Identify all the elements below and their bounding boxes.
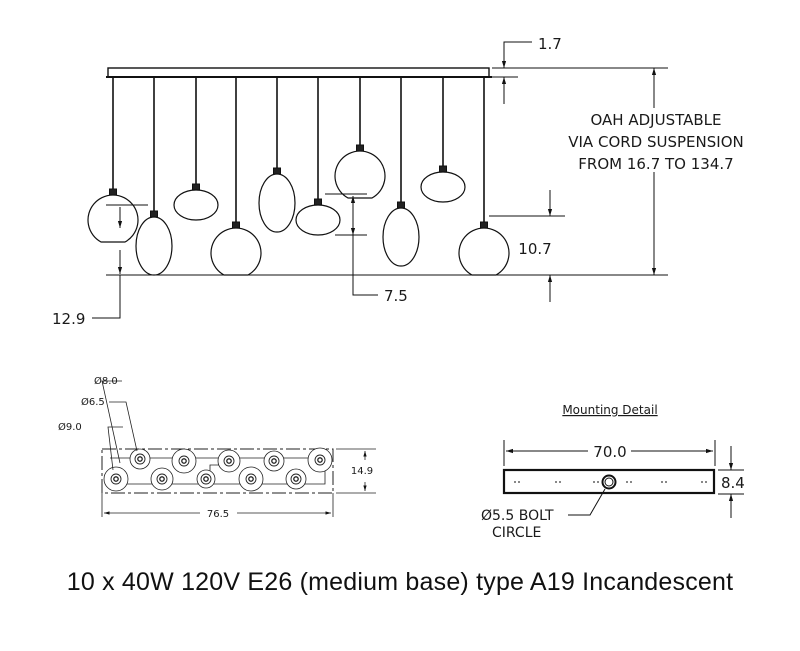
- bolt-label-line-2: CIRCLE: [492, 525, 541, 541]
- pendant-ellipse: [295, 77, 341, 236]
- mounting-title: Mounting Detail: [562, 403, 657, 417]
- mounting-plate: [502, 468, 716, 495]
- socket: [397, 201, 405, 209]
- oah-note-line-2: VIA CORD SUSPENSION: [568, 133, 743, 151]
- plan-width-label: 76.5: [207, 509, 229, 520]
- pendant-globe: [458, 77, 510, 276]
- glass-shade: [458, 227, 510, 276]
- hole-dot: [701, 481, 703, 483]
- mounting-holes: [514, 481, 707, 483]
- plan-depth-label: 14.9: [351, 466, 373, 477]
- socket-position: [129, 448, 151, 470]
- hole-dot: [661, 481, 663, 483]
- diameter-label-6-5: Ø6.5: [81, 396, 105, 408]
- diameter-label-8: Ø8.0: [94, 375, 118, 387]
- socket-position: [103, 466, 129, 492]
- socket: [439, 165, 447, 173]
- canopy-height-label: 1.7: [538, 35, 562, 53]
- mounting-width-label: 70.0: [593, 443, 626, 461]
- socket-position: [238, 466, 264, 492]
- glass-shade: [135, 216, 173, 276]
- glass-shade: [420, 171, 466, 203]
- oah-note-line-3: FROM 16.7 TO 134.7: [578, 155, 733, 173]
- plan-socket-group: [103, 447, 333, 492]
- pendant-oval: [258, 77, 296, 233]
- left-pendant-dimension: [92, 204, 148, 319]
- socket-position: [196, 469, 216, 489]
- hole-dot: [630, 481, 632, 483]
- hole-dot: [597, 481, 599, 483]
- pendant-ellipse: [173, 77, 219, 221]
- plan-view: [101, 380, 376, 517]
- socket-position: [217, 449, 241, 473]
- bolt-circle: [601, 474, 617, 490]
- mounting-detail: [502, 440, 744, 518]
- canopy: [107, 67, 490, 78]
- small-pendant-label: 7.5: [384, 287, 408, 305]
- socket: [232, 221, 240, 229]
- left-pendant-label: 12.9: [52, 310, 85, 328]
- pendant-ellipse: [420, 77, 466, 203]
- glass-shade: [334, 150, 386, 199]
- pendant-group: [87, 77, 510, 276]
- socket: [356, 144, 364, 152]
- pendant-oval: [382, 77, 420, 267]
- pendant-height-label: 10.7: [518, 240, 551, 258]
- hole-dot: [665, 481, 667, 483]
- socket: [109, 188, 117, 196]
- socket: [314, 198, 322, 206]
- socket-position: [150, 467, 174, 491]
- hole-dot: [518, 481, 520, 483]
- plan-outline: [101, 448, 334, 494]
- socket: [480, 221, 488, 229]
- socket: [150, 210, 158, 218]
- glass-shade: [258, 173, 296, 233]
- socket-position: [263, 450, 285, 472]
- glass-shade: [295, 204, 341, 236]
- pendant-globe: [210, 77, 262, 276]
- hole-dot: [705, 481, 707, 483]
- pendant-oval: [135, 77, 173, 276]
- socket-position: [285, 468, 307, 490]
- hole-dot: [626, 481, 628, 483]
- socket-position: [307, 447, 333, 473]
- mounting-height-label: 8.4: [721, 474, 745, 492]
- socket: [192, 183, 200, 191]
- glass-shade: [173, 189, 219, 221]
- glass-shade: [87, 194, 139, 243]
- socket-position: [171, 448, 197, 474]
- small-pendant-dimension: [325, 193, 378, 296]
- socket: [273, 167, 281, 175]
- hole-dot: [559, 481, 561, 483]
- hole-dot: [593, 481, 595, 483]
- canopy-height-dimension: [501, 41, 532, 104]
- hole-dot: [555, 481, 557, 483]
- pendant-globe: [87, 77, 139, 243]
- glass-shade: [382, 207, 420, 267]
- diameter-label-9: Ø9.0: [58, 421, 82, 433]
- oah-note-line-1: OAH ADJUSTABLE: [591, 111, 722, 129]
- pendant-height-dimension: [489, 190, 565, 302]
- bolt-label-line-1: Ø5.5 BOLT: [481, 508, 554, 524]
- glass-shade: [210, 227, 262, 276]
- bulb-specification: 10 x 40W 120V E26 (medium base) type A19…: [66, 568, 734, 596]
- elevation-view: [87, 41, 668, 319]
- hole-dot: [514, 481, 516, 483]
- pendant-globe: [334, 77, 386, 199]
